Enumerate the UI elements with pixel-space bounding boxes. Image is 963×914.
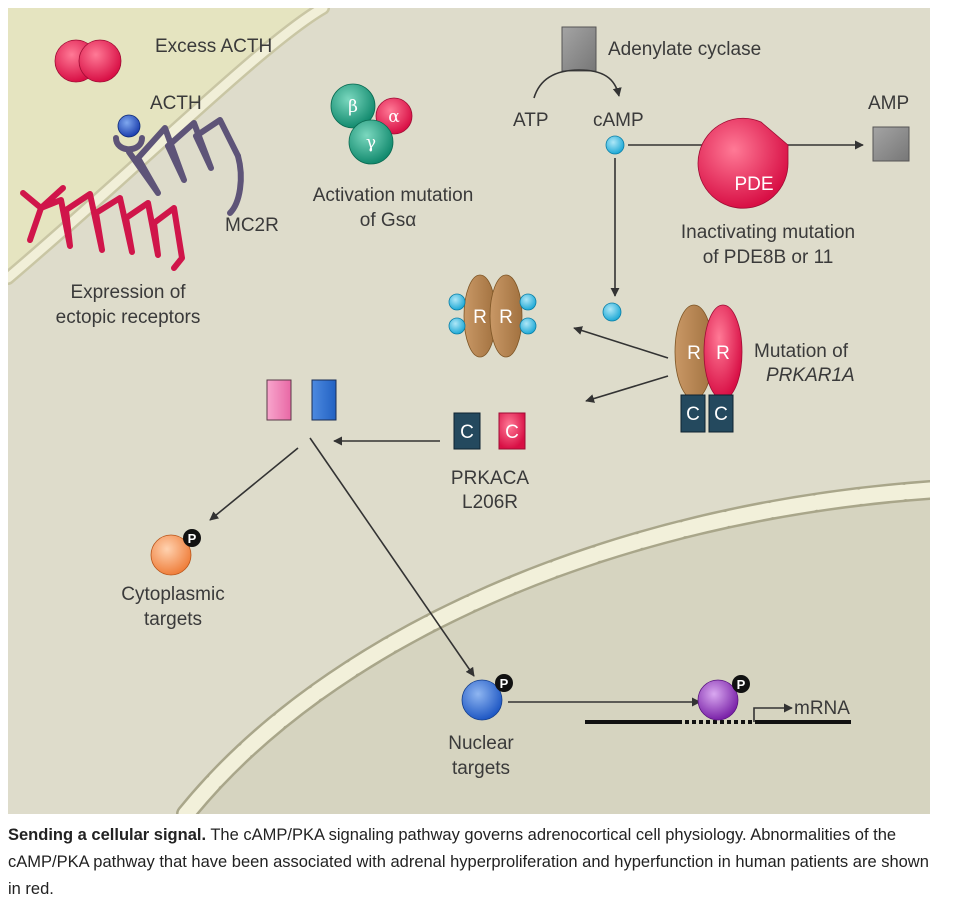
- adenylate-cyclase: [561, 26, 597, 72]
- substrate-boxes: [266, 379, 337, 421]
- phospho-glyph-cyto: P: [188, 531, 197, 546]
- figure-caption: Sending a cellular signal. The cAMP/PKA …: [8, 822, 930, 903]
- ectopic-label-line2: ectopic receptors: [56, 307, 201, 328]
- c-glyph-holo-left: C: [686, 404, 700, 425]
- phospho-badge-tf: [732, 675, 750, 693]
- catalytic-subunits: C C: [453, 412, 526, 450]
- camp-label: cAMP: [593, 110, 644, 131]
- activation-label-line2: of Gsα: [360, 210, 416, 231]
- nuclear-label-line1: Nuclear: [448, 733, 514, 754]
- prkaca-label-line2: L206R: [462, 492, 518, 513]
- pde-label: PDE: [734, 174, 773, 195]
- pka-holoenzyme: R R C C: [674, 304, 743, 433]
- excess-acth-dimer: [54, 39, 122, 83]
- acth-label: ACTH: [150, 93, 202, 114]
- cAMP-PKA-pathway-diagram: Excess ACTH ACTH MC2R Expression of ecto…: [8, 8, 930, 814]
- beta-subunit-glyph: β: [348, 97, 358, 117]
- atp-label: ATP: [513, 110, 549, 131]
- pde-enzyme: [697, 117, 789, 209]
- to-nuclear-arrow: [309, 437, 475, 677]
- acth-ligand: [117, 114, 141, 138]
- transcription-start-arrow: [753, 703, 793, 722]
- excess-acth-label: Excess ACTH: [155, 36, 272, 57]
- to-cytoplasmic-arrow: [209, 447, 299, 521]
- ectopic-label-line1: Expression of: [70, 282, 186, 303]
- mc2r-label: MC2R: [225, 215, 279, 236]
- caption-title: Sending a cellular signal.: [8, 826, 207, 844]
- activation-label-line1: Activation mutation: [313, 185, 474, 206]
- c-glyph-free: C: [460, 422, 474, 443]
- atp-to-camp-arrow: [533, 69, 622, 99]
- c-glyph-mutant: C: [505, 422, 519, 443]
- camp-molecule-2: [602, 302, 622, 322]
- amp-molecule: [872, 126, 910, 162]
- r-glyph-right: R: [499, 307, 513, 328]
- amp-label: AMP: [868, 93, 909, 114]
- regulatory-subunit-dimer-bound: R R: [448, 274, 537, 358]
- nucleus-region: [186, 490, 930, 814]
- nuclear-target: [461, 679, 503, 721]
- g-protein-complex: β α γ: [330, 83, 413, 165]
- c-glyph-holo-right: C: [714, 404, 728, 425]
- cytoplasmic-label-line1: Cytoplasmic: [121, 584, 224, 605]
- cytoplasmic-label-line2: targets: [144, 609, 202, 630]
- inactivating-label-line2: of PDE8B or 11: [703, 247, 834, 268]
- mc2r-receptor: [113, 117, 244, 216]
- camp-molecule: [605, 135, 625, 155]
- phospho-glyph-tf: P: [737, 677, 746, 692]
- phospho-badge-nuclear: [495, 674, 513, 692]
- cytoplasmic-target: [150, 534, 192, 576]
- caption-text: The cAMP/PKA signaling pathway governs a…: [8, 826, 929, 898]
- r-glyph-holo-right: R: [716, 343, 730, 364]
- ectopic-receptor: [20, 185, 185, 271]
- mrna-label: mRNA: [794, 698, 850, 719]
- release-c-arrow: [585, 375, 669, 403]
- r-glyph-holo-left: R: [687, 343, 701, 364]
- phospho-glyph-nuclear: P: [500, 676, 509, 691]
- mutation-label-line2: PRKAR1A: [766, 365, 855, 386]
- alpha-subunit-glyph: α: [388, 107, 400, 127]
- release-r-arrow: [573, 326, 669, 359]
- transcription-factor: [697, 679, 739, 721]
- adenylate-cyclase-label: Adenylate cyclase: [608, 39, 761, 60]
- gamma-subunit-glyph: γ: [366, 133, 376, 153]
- r-glyph-left: R: [473, 307, 487, 328]
- prkaca-label-line1: PRKACA: [451, 468, 529, 489]
- inactivating-label-line1: Inactivating mutation: [681, 222, 855, 243]
- mutation-label-line1: Mutation of: [754, 341, 849, 362]
- nuclear-label-line2: targets: [452, 758, 510, 779]
- phospho-badge-cyto: [183, 529, 201, 547]
